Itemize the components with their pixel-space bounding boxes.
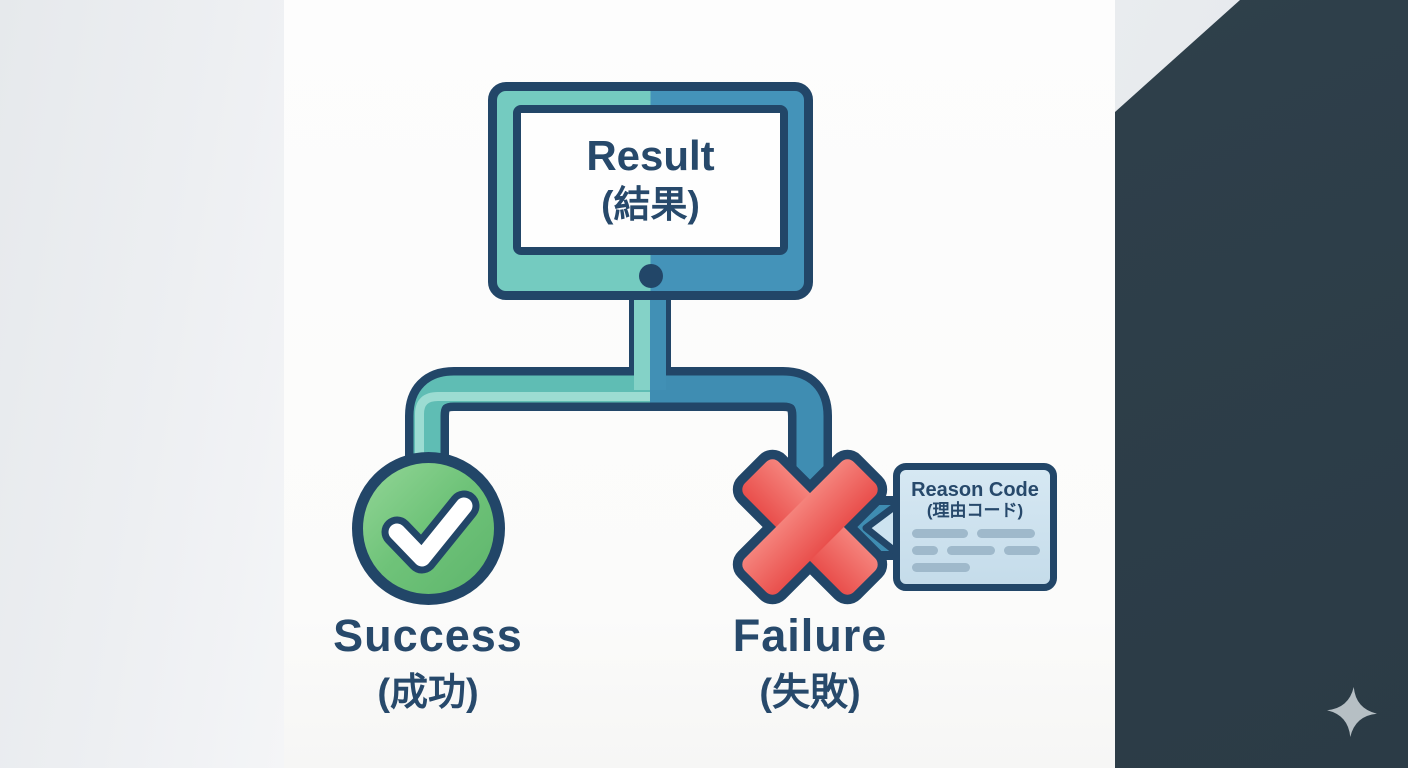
placeholder-row	[912, 545, 1050, 555]
callout-placeholder-lines	[912, 528, 1050, 572]
connector-right-blue	[650, 375, 824, 498]
placeholder-row	[912, 528, 1050, 538]
result-subtitle: (結果)	[601, 183, 700, 225]
success-sublabel: (成功)	[377, 672, 479, 714]
text-placeholder-line	[912, 545, 938, 555]
result-title: Result	[586, 131, 715, 179]
left-gradient-band	[0, 0, 284, 768]
callout-title: Reason Code	[911, 479, 1039, 501]
failure-sublabel: (失敗)	[759, 672, 861, 714]
text-placeholder-line	[947, 545, 995, 555]
sparkle-icon	[1327, 687, 1377, 737]
checkmark-icon	[381, 490, 479, 573]
power-dot-icon	[638, 264, 663, 288]
text-placeholder-line	[977, 528, 1035, 538]
success-label: Success	[333, 610, 523, 661]
callout-subtitle: (理由コード)	[926, 501, 1024, 520]
placeholder-row	[912, 562, 1050, 572]
text-placeholder-line	[912, 562, 970, 572]
monitor-screen: Result (結果)	[513, 105, 788, 255]
reason-code-callout: Reason Code (理由コード)	[893, 463, 1057, 591]
connector-left-highlight	[415, 392, 652, 460]
text-placeholder-line	[912, 528, 968, 538]
x-mark-icon	[732, 449, 888, 605]
check-circle-icon	[352, 452, 505, 605]
failure-label: Failure	[732, 610, 888, 661]
text-placeholder-line	[1004, 545, 1040, 555]
stem-left-half	[634, 294, 650, 390]
monitor-icon: Result (結果)	[488, 82, 813, 300]
stem-right-half	[650, 294, 666, 390]
